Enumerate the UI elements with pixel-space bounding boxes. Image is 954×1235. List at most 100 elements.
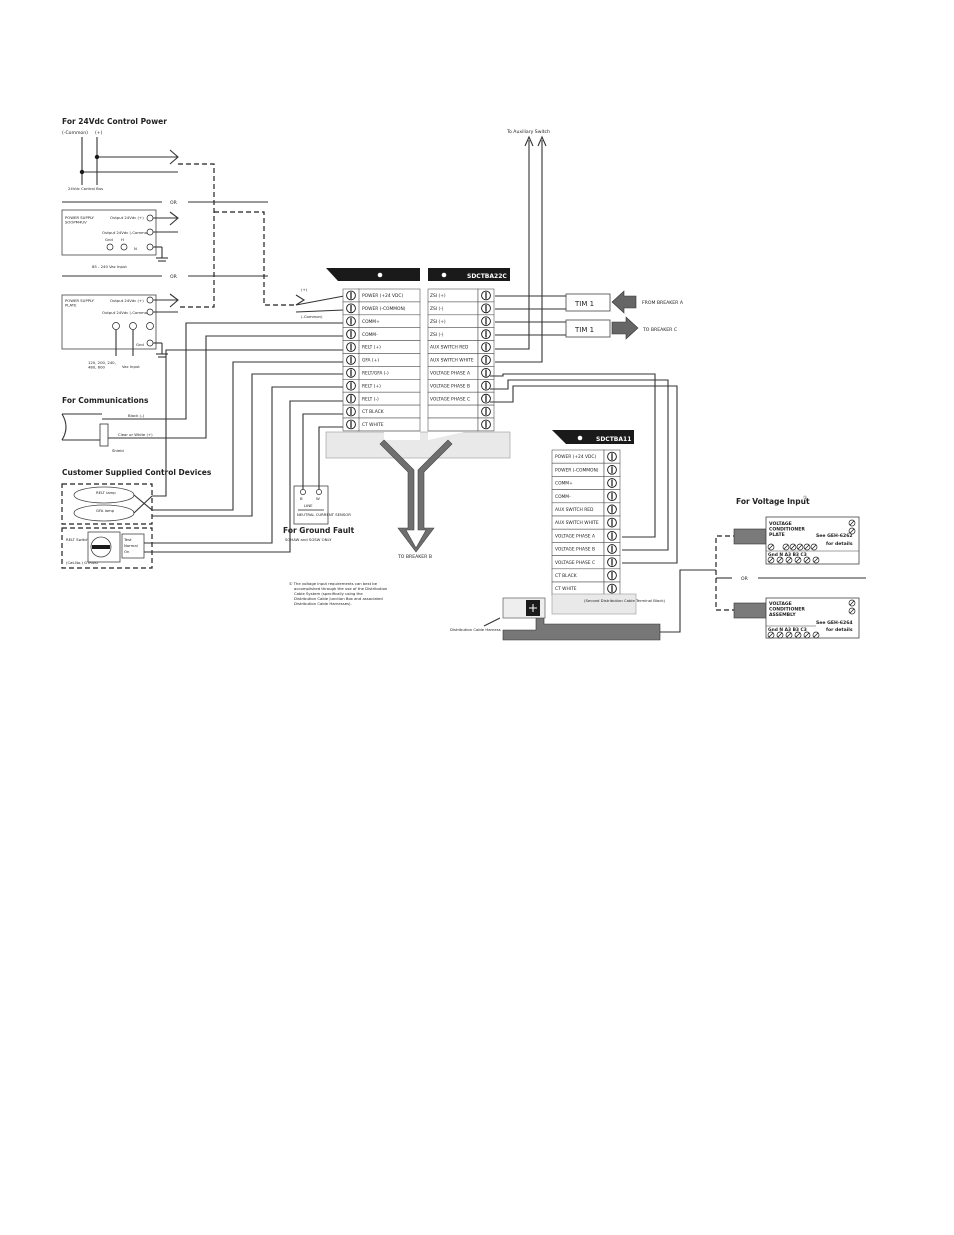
second-terminal-label: POWER (-COMMON)	[555, 467, 599, 473]
left-terminal-row: COMM-	[342, 327, 421, 341]
or-separator-2: OR	[170, 274, 178, 280]
right-terminal-label: VOLTAGE PHASE A	[430, 370, 470, 376]
relt-lamp-wire	[152, 349, 344, 497]
second-terminal-row: VOLTAGE PHASE B	[551, 542, 621, 556]
to-aux-label: To Auxiliary Switch	[506, 129, 550, 135]
ps1-terminal-h	[120, 243, 128, 251]
right-terminal-row: VOLTAGE PHASE C	[427, 391, 495, 406]
right-terminal-label: ZSI (+)	[430, 319, 446, 325]
comm-plus-wire	[102, 322, 344, 420]
right-terminal-row: ZSI (-)	[427, 301, 495, 316]
left-terminal-row: GFA (+)	[342, 353, 421, 367]
power-supply-2-input-2: Vac Input	[122, 364, 140, 369]
term-common-label: (-Common)	[301, 314, 323, 319]
right-terminal-row: AUX SWITCH WHITE	[427, 353, 495, 367]
right-terminal-row: AUX SWITCH RED	[427, 340, 495, 354]
neutral-current-sensor	[293, 485, 329, 525]
right-terminal-row: VOLTAGE PHASE B	[427, 378, 495, 393]
left-terminal-label: RELT/GFA (-)	[362, 370, 389, 376]
left-terminal-row: RELT (+)	[342, 340, 421, 354]
second-terminal-row: POWER (+24 VDC)	[551, 449, 621, 464]
second-dist-label: (Second Distribution Cable Terminal Bloc…	[584, 598, 666, 603]
ps1-term-label-2: H	[121, 237, 124, 242]
left-terminal-row: CT WHITE	[342, 417, 421, 432]
left-terminal-label: COMM+	[362, 319, 380, 325]
or-separator-3: OR	[741, 576, 749, 582]
left-terminal-row: CT BLACK	[342, 404, 421, 419]
power-supply-1-out-neg: Output 24Vdc (-Common)	[102, 230, 151, 235]
tim-2-label: TIM 1	[574, 326, 594, 334]
second-terminal-row: AUX SWITCH RED	[551, 502, 621, 517]
dist-harness-label: Distribution Cable Harness	[450, 627, 501, 632]
power-supply-2	[61, 294, 157, 350]
left-terminal-row: POWER (-COMMON)	[342, 301, 421, 316]
ground-fault-heading: For Ground Fault	[283, 526, 355, 535]
tim-module-1	[565, 293, 611, 312]
right-terminal-row: ZSI (+)	[427, 314, 495, 328]
sensor-term-w: W	[316, 496, 320, 501]
power-supply-1-out-pos: Output 24Vdc (+)	[110, 215, 144, 220]
left-terminal-row: RELT (+)	[342, 378, 421, 393]
right-terminal-row: VOLTAGE PHASE A	[427, 366, 495, 380]
bus-common-label: (-Common)	[62, 130, 88, 136]
to-breaker-c-arrow	[611, 316, 639, 340]
power-supply-1-input: 85 - 240 Vac Input	[92, 264, 127, 269]
left-terminal-label: POWER (-COMMON)	[362, 306, 406, 312]
black-label: Black (–)	[128, 413, 145, 418]
right-terminal-row	[427, 404, 495, 419]
vc-assembly-details: for details	[826, 627, 853, 633]
vc-assembly-see: See GEH-6264	[816, 620, 853, 626]
right-block-title: SDCTBA22C	[467, 273, 507, 280]
second-terminal-label: AUX SWITCH WHITE	[555, 520, 599, 526]
second-block-header	[552, 430, 634, 444]
switch-position-on: On	[124, 549, 130, 554]
second-terminal-row: CT WHITE	[551, 581, 621, 596]
second-terminal-label: VOLTAGE PHASE A	[555, 533, 595, 539]
left-terminal-rows: POWER (+24 VDC)POWER (-COMMON)COMM+COMM-…	[342, 288, 421, 432]
right-block-header	[428, 268, 510, 281]
ct-black-wire	[302, 413, 344, 489]
right-terminal-label: VOLTAGE PHASE C	[430, 396, 470, 402]
shield-label: Shield	[112, 448, 124, 453]
phase-a-wire	[490, 373, 656, 538]
term-plus-label: (+)	[301, 287, 308, 292]
sensor-line: LINE	[304, 503, 313, 508]
relt-switch-group	[61, 527, 153, 569]
second-block-title: SDCTBA11	[596, 436, 631, 443]
voltage-input-note-mark: ①	[803, 495, 807, 501]
second-terminal-label: CT WHITE	[555, 586, 577, 592]
second-terminal-label: POWER (+24 VDC)	[555, 454, 596, 460]
bus-plus-connector	[169, 149, 179, 165]
to-breaker-b-label: TO BREAKER B	[397, 554, 432, 560]
bus-label: 24Vdc Control Bus	[68, 186, 103, 191]
left-terminal-label: RELT (+)	[362, 383, 381, 389]
second-terminal-label: COMM+	[555, 481, 573, 487]
second-terminal-label: COMM-	[555, 494, 571, 500]
bus-plus-label: (+)	[95, 130, 103, 136]
gfa-lamp-label: GFA lamp	[96, 508, 115, 513]
or-separator-1: OR	[170, 200, 178, 206]
breaker-b-arrow	[379, 439, 453, 553]
left-terminal-label: GFA (+)	[362, 358, 379, 364]
ps1-term-label-1: Gnd	[105, 237, 113, 242]
footnote: ① The voltage input requirements can bes…	[289, 581, 388, 606]
second-terminal-row: AUX SWITCH WHITE	[551, 515, 621, 530]
comm-cable-shield	[99, 423, 109, 447]
tim-module-2	[565, 319, 611, 338]
ps1-terminal-gnd	[106, 243, 114, 251]
power-supply-2-input: 120, 200, 240,480, 600	[88, 360, 116, 370]
lamps-group	[61, 483, 153, 525]
relt-switch-minus-wire	[144, 400, 344, 553]
communications-heading: For Communications	[62, 396, 149, 405]
power-supply-2-out-pos: Output 24Vdc (+)	[110, 298, 144, 303]
relt-lamp-label: RELT lamp	[96, 490, 116, 495]
to-breaker-c-label: TO BREAKER C	[642, 327, 677, 333]
sensor-term-b: B	[300, 496, 303, 501]
left-terminal-label: RELT (+)	[362, 345, 381, 351]
second-terminal-label: VOLTAGE PHASE B	[555, 547, 595, 553]
right-terminal-row	[427, 417, 495, 432]
switch-position-normal: Normal	[124, 543, 138, 548]
